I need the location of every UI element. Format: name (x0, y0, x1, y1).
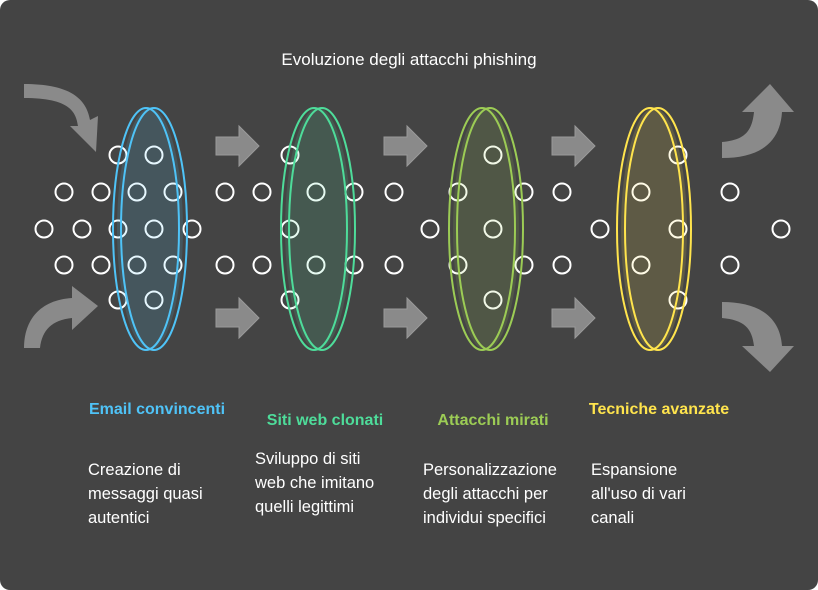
particle-dot (631, 255, 651, 275)
particle-dot (384, 255, 404, 275)
particle-dot (306, 182, 326, 202)
particle-dot (252, 255, 272, 275)
curved-arrow-bottom-left-icon (24, 286, 98, 348)
particle-dot (483, 219, 503, 239)
particle-dot (483, 290, 503, 310)
stage-1-ring-back (112, 107, 180, 351)
particle-dot (720, 182, 740, 202)
stage-2-ring-front (288, 107, 356, 351)
particle-dot (144, 145, 164, 165)
particle-dot (420, 219, 440, 239)
particle-dot (720, 255, 740, 275)
particle-dot (483, 145, 503, 165)
particle-dot (91, 182, 111, 202)
particle-dot (384, 182, 404, 202)
curved-arrow-bottom-right-icon (722, 302, 794, 372)
stage-3-title: Attacchi mirati (437, 412, 549, 429)
particle-dot (91, 255, 111, 275)
stage-2-description: Sviluppo di siti web che imitano quelli … (255, 450, 375, 516)
particle-dot (182, 219, 202, 239)
stage-3-ring-front (456, 107, 524, 351)
diagram-title: Evoluzione degli attacchi phishing (281, 50, 537, 69)
curved-arrow-top-right-icon (722, 84, 794, 158)
curved-arrow-top-left-icon (24, 84, 98, 152)
particle-dot (631, 182, 651, 202)
stage-2-ring-fill (285, 108, 351, 350)
particle-dot (144, 290, 164, 310)
stage-3-ring-back (448, 107, 516, 351)
stage-4-ring-back (616, 107, 684, 351)
stage-1-title: Email convincenti (88, 401, 226, 418)
particle-dot (215, 182, 235, 202)
particle-dot (514, 255, 534, 275)
particle-dot (54, 182, 74, 202)
flow-arrow-icon (383, 124, 428, 168)
particle-dot (54, 255, 74, 275)
stage-4-description: Espansione all'uso di vari canali (591, 461, 686, 527)
stage-2-ring-back (280, 107, 348, 351)
particle-dot (127, 182, 147, 202)
flow-arrow-icon (551, 124, 596, 168)
particle-dot (306, 255, 326, 275)
particle-dot (514, 182, 534, 202)
particle-dot (72, 219, 92, 239)
stage-3-description: Personalizzazione degli attacchi per ind… (423, 461, 557, 527)
stage-2-title: Siti web clonati (266, 412, 384, 429)
particle-dot (127, 255, 147, 275)
flow-arrow-icon (215, 296, 260, 340)
stage-1-description: Creazione di messaggi quasi autentici (88, 461, 203, 527)
stage-4-ring-fill (621, 108, 687, 350)
particle-dot (668, 219, 688, 239)
stage-4-title: Tecniche avanzate (588, 401, 730, 418)
particle-dot (252, 182, 272, 202)
particle-dot (108, 219, 128, 239)
particle-dot (771, 219, 791, 239)
stage-3-ring-fill (453, 108, 519, 350)
particle-dot (590, 219, 610, 239)
stage-1-ring-front (120, 107, 188, 351)
particle-dot (215, 255, 235, 275)
flow-arrow-icon (551, 296, 596, 340)
particle-dot (552, 255, 572, 275)
particle-dot (34, 219, 54, 239)
flow-arrow-icon (383, 296, 428, 340)
particle-dot (144, 219, 164, 239)
particle-dot (163, 255, 183, 275)
stage-1-ring-fill (117, 108, 183, 350)
particle-dot (552, 182, 572, 202)
stage-4-ring-front (624, 107, 692, 351)
particle-dot (163, 182, 183, 202)
flow-arrow-icon (215, 124, 260, 168)
